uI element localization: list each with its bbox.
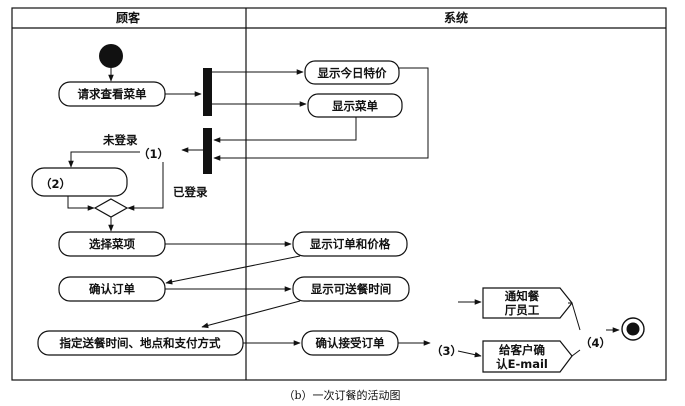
join-bar [203, 128, 212, 174]
node-notify-staff-line2: 厅员工 [505, 303, 540, 317]
node-request-menu-label: 请求查看菜单 [78, 87, 147, 101]
edge-blank2-to-merge [67, 196, 95, 211]
node-confirm-accept-label: 确认接受订单 [316, 336, 385, 350]
node-email-line2: 认E-mail [496, 357, 548, 371]
node-show-special-label: 显示今日特价 [318, 66, 387, 80]
edge-logged-in [127, 162, 164, 211]
label-blank-4: （4） [580, 336, 611, 350]
node-show-menu [307, 93, 403, 118]
node-show-delivery-time-label: 显示可送餐时间 [311, 282, 392, 296]
lane-title-system: 系统 [444, 10, 468, 25]
node-confirm-order-label: 确认订单 [89, 282, 135, 296]
node-notify-staff-line1: 通知餐 [505, 289, 540, 303]
label-logged-in: 已登录 [173, 185, 208, 199]
edge-menu-to-join [213, 117, 357, 143]
swimlane-frame [11, 7, 667, 381]
node-show-special [304, 60, 400, 85]
node-show-delivery-time [292, 276, 410, 302]
node-select-item-label: 选择菜项 [89, 237, 135, 251]
edge-blank3-to-email [457, 350, 482, 358]
node-email-confirm [482, 340, 573, 373]
edge-notify-to-blank4 [571, 302, 581, 331]
edge-show-order-to-confirm [165, 255, 301, 285]
node-show-order-price [292, 231, 408, 257]
node-email-line1: 给客户确 [499, 343, 545, 357]
node-specify-delivery-label: 指定送餐时间、地点和支付方式 [60, 336, 221, 350]
edge-show-delivery-to-specify [201, 300, 301, 329]
edge-email-to-blank4 [571, 349, 581, 357]
initial-node [99, 44, 123, 68]
lane-title-customer: 顾客 [116, 10, 141, 25]
edge-not-logged-in [68, 151, 140, 168]
label-blank-1: （1） [138, 147, 169, 161]
node-show-menu-label: 显示菜单 [332, 99, 378, 113]
label-not-logged-in: 未登录 [102, 133, 138, 147]
diagram-caption: （b）一次订餐的活动图 [283, 388, 400, 402]
merge-diamond [93, 198, 129, 218]
node-show-order-price-label: 显示订单和价格 [310, 237, 391, 251]
label-blank-3: （3） [431, 344, 462, 358]
edge-special-to-join [213, 67, 429, 161]
node-blank-2 [31, 167, 128, 197]
fork-bar [203, 68, 212, 116]
node-blank-2-label: （2） [40, 177, 71, 191]
final-node-inner [626, 322, 640, 336]
node-notify-staff [482, 287, 573, 319]
